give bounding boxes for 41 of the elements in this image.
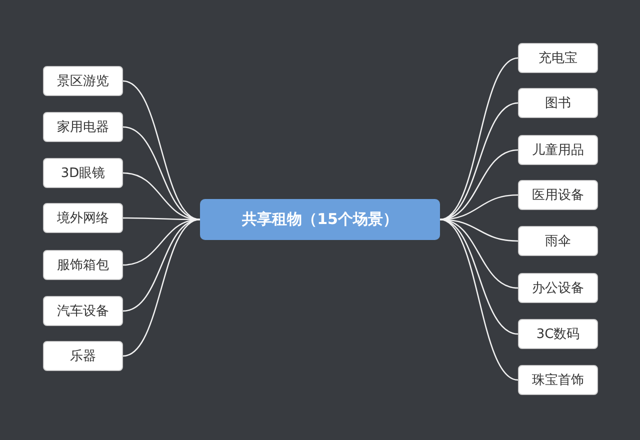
connector-line: [440, 218, 518, 381]
topic-text: 雨伞: [545, 233, 571, 250]
topic-text: 珠宝首饰: [532, 372, 584, 389]
central-topic-box: [200, 199, 440, 240]
topic-text: 3D眼镜: [60, 165, 106, 182]
connector-line: [122, 218, 200, 357]
topic-text: 共享租物（15个场景）: [242, 210, 398, 229]
topic-text: 境外网络: [57, 210, 109, 227]
connector-line: [122, 80, 200, 220]
topic-text: 办公设备: [532, 280, 584, 297]
topic-box: [518, 273, 598, 303]
topic-box: [518, 365, 598, 395]
topic-text: 充电宝: [538, 50, 578, 67]
topic-box: [43, 250, 123, 280]
topic-box: [518, 180, 598, 210]
connector-line: [122, 126, 200, 220]
topic-text: 家用电器: [57, 119, 109, 136]
connector-line: [440, 57, 518, 220]
topic-text: 服饰箱包: [57, 257, 109, 274]
topic-box: [518, 88, 598, 118]
topic-box: [43, 296, 123, 326]
topic-box: [43, 66, 123, 96]
topic-box: [518, 319, 598, 349]
topic-text: 3C数码: [536, 326, 580, 343]
topic-text: 汽车设备: [57, 303, 109, 320]
topic-box: [43, 203, 123, 233]
topic-box: [518, 43, 598, 73]
connector-line: [440, 102, 518, 220]
connector-line: [122, 172, 200, 220]
topic-box: [43, 112, 123, 142]
topic-box: [518, 135, 598, 165]
topic-text: 儿童用品: [532, 142, 584, 159]
connector-line: [440, 194, 518, 220]
topic-box: [43, 158, 123, 188]
topic-text: 景区游览: [57, 73, 109, 90]
topic-text: 乐器: [70, 348, 96, 365]
topic-text: 图书: [545, 95, 571, 112]
topic-box: [518, 226, 598, 256]
topic-box: [43, 341, 123, 371]
topic-text: 医用设备: [532, 187, 584, 204]
connector-line: [440, 149, 518, 220]
